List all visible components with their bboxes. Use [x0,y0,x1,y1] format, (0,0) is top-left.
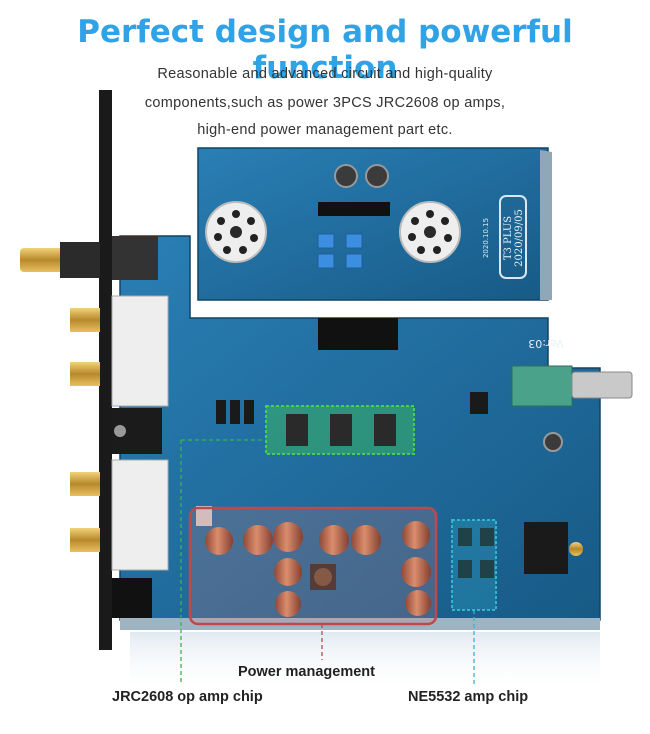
volume-pot-shaft [571,371,633,399]
blue-trimmers [317,233,363,269]
subtitle-line-2: components,such as power 3PCS JRC2608 op… [144,95,506,111]
main-pin-header [318,318,398,350]
jrc2608-label: JRC2608 op amp chip [112,689,263,705]
plus-label-box [499,195,527,279]
rca-jacks [70,295,169,571]
main-board: Ver:03 [119,235,633,630]
volume-pot-body [511,365,573,407]
power-highlight [188,506,438,626]
ne5532-highlight [451,519,497,611]
upper-capacitors [334,164,389,188]
plus-label-line2: 2020/09/05 [514,209,525,267]
jrc2608-chips [286,414,396,446]
dc-jack [112,578,152,618]
ne5532-chips [458,528,494,578]
tube-socket-right [399,201,461,263]
plus-label-line1: T3 PLUS [503,216,514,260]
gold-connector [20,248,70,272]
headphone-jack [524,522,568,574]
power-caps [196,506,431,617]
board-reflection [130,632,600,692]
front-panel [20,90,169,650]
version-label: Ver:03 [528,337,563,350]
board-date: 2020.10.15 [482,218,490,258]
subtitle-line-1: Reasonable and advanced circuit and high… [157,66,493,82]
blue-cap-right [543,432,563,452]
power-management-label: Power management [238,664,375,680]
small-ics [216,392,488,424]
headline: Perfect design and powerful function [77,14,573,86]
subtitle-line-3: high-end power management part etc. [197,122,453,138]
pin-header [318,202,390,216]
tube-socket-left [205,201,267,263]
upper-daughter-board: T3 PLUS 2020/09/05 2020.10.15 [197,147,552,301]
ne5532-label: NE5532 amp chip [408,689,529,705]
